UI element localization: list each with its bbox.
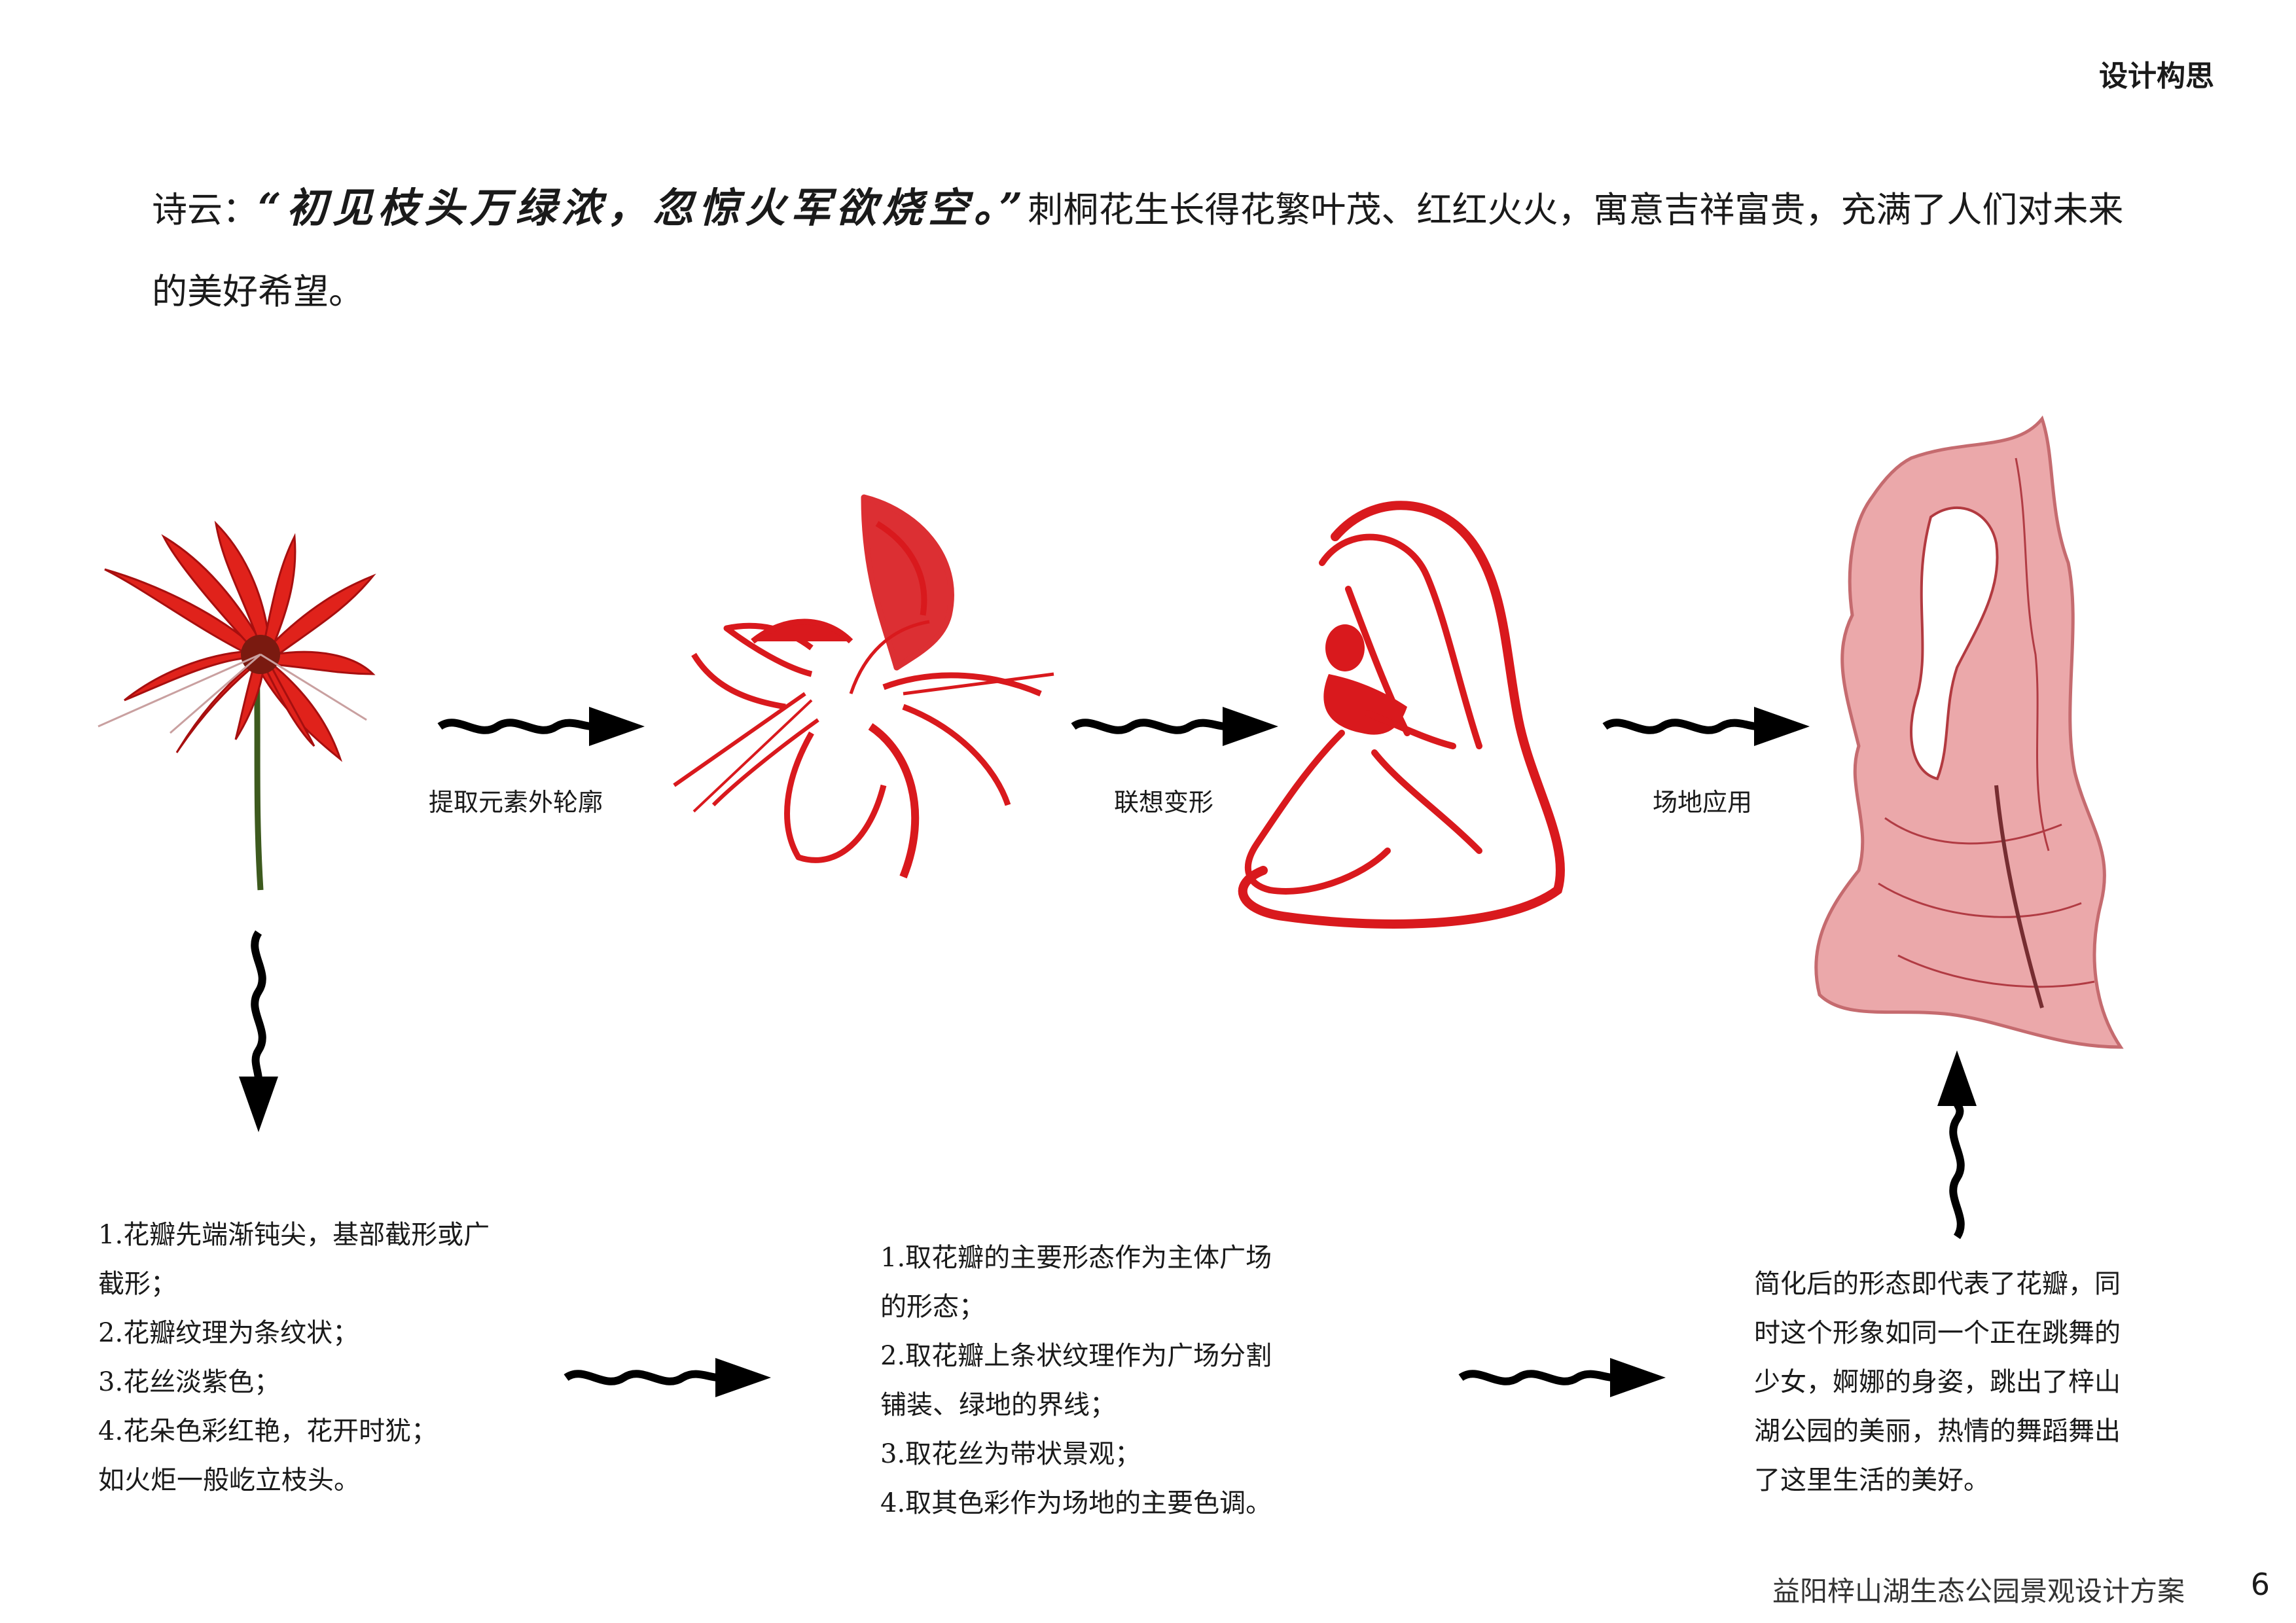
arrow-right-2 <box>1071 707 1278 746</box>
poem-quote: “初见枝头万绿浓，忽惊火军欲烧空。” <box>258 184 1028 232</box>
dancing-girl-graphic <box>1238 501 1565 929</box>
site-plan-graphic <box>1814 415 2124 1049</box>
arrow-right-1 <box>437 707 645 746</box>
note-line: 4.花朵色彩红艳，花开时犹； <box>98 1416 438 1446</box>
arrow-up <box>1937 1050 1977 1240</box>
note-line: 3.花丝淡紫色； <box>98 1367 281 1397</box>
page-number: 6 <box>2250 1567 2270 1602</box>
note-line: 简化后的形态即代表了花瓣，同 <box>1754 1269 2121 1299</box>
note-line: 4.取其色彩作为场地的主要色调。 <box>880 1488 1272 1518</box>
design-extraction-notes: 1.取花瓣的主要形态作为主体广场 的形态； 2.取花瓣上条状纹理作为广场分割 铺… <box>880 1234 1404 1528</box>
note-line: 截形； <box>98 1269 177 1299</box>
arrow-right-5 <box>1458 1358 1666 1397</box>
arrow-down <box>239 930 278 1132</box>
arrow-right-4 <box>564 1358 771 1397</box>
meaning-notes: 简化后的形态即代表了花瓣，同 时这个形象如同一个正在跳舞的 少女，婀娜的身姿，跳… <box>1754 1260 2212 1505</box>
footer-project-title: 益阳梓山湖生态公园景观设计方案 <box>1772 1575 2185 1607</box>
section-title: 设计构思 <box>2099 60 2214 93</box>
note-line: 1.花瓣先端渐钝尖，基部截形或广 <box>98 1220 490 1250</box>
note-line: 时这个形象如同一个正在跳舞的 <box>1754 1318 2121 1348</box>
flower-outline-graphic <box>673 494 1054 879</box>
note-line: 铺装、绿地的界线； <box>880 1390 1116 1420</box>
note-line: 少女，婀娜的身姿，跳出了梓山 <box>1754 1367 2121 1397</box>
step3-label: 场地应用 <box>1653 788 1753 817</box>
flower-features-notes: 1.花瓣先端渐钝尖，基部截形或广 截形； 2.花瓣纹理为条纹状； 3.花丝淡紫色… <box>98 1211 556 1505</box>
note-line: 2.取花瓣上条状纹理作为广场分割 <box>880 1341 1272 1371</box>
erythrina-flower-photo <box>98 520 376 891</box>
note-line: 如火炬一般屹立枝头。 <box>98 1465 360 1495</box>
intro-paragraph: 诗云：“初见枝头万绿浓，忽惊火军欲烧空。”刺桐花生长得花繁叶茂、红红火火，寓意吉… <box>152 167 2148 332</box>
note-line: 的形态； <box>880 1292 985 1322</box>
intro-lead: 诗云： <box>152 189 258 230</box>
note-line: 1.取花瓣的主要形态作为主体广场 <box>880 1243 1272 1273</box>
intro-text: 刺桐花生长得花繁叶茂、红红火火，寓意吉祥富贵，充满了人们对未来的美好希望。 <box>152 189 2124 312</box>
step2-label: 联想变形 <box>1114 788 1214 817</box>
note-line: 了这里生活的美好。 <box>1754 1465 1990 1495</box>
note-line: 2.花瓣纹理为条纹状； <box>98 1318 359 1348</box>
step1-label: 提取元素外轮廓 <box>429 788 603 817</box>
arrow-right-3 <box>1602 707 1810 746</box>
note-line: 3.取花丝为带状景观； <box>880 1439 1141 1469</box>
note-line: 湖公园的美丽，热情的舞蹈舞出 <box>1754 1416 2121 1446</box>
